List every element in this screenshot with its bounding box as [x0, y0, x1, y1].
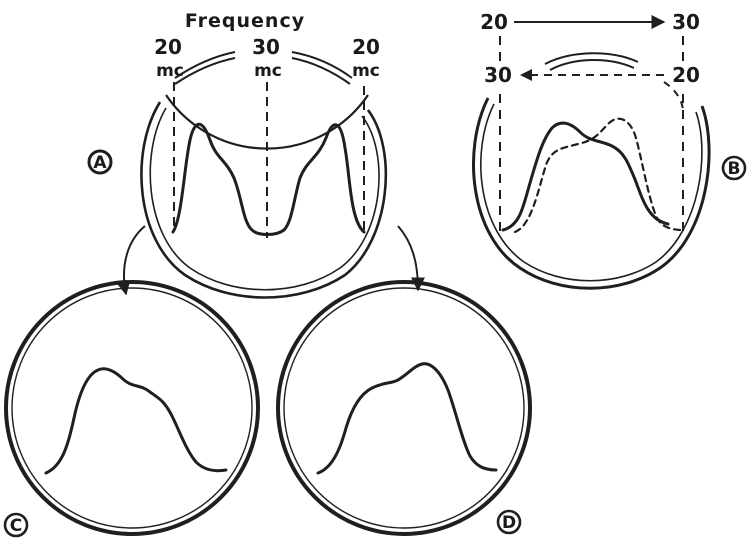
sweep-forward-from: 20	[480, 10, 508, 34]
trace-return	[515, 119, 682, 232]
scope-c-ring-inner	[12, 288, 252, 528]
scope-a-top-arc-left	[175, 52, 235, 78]
scope-a-screen-inner	[150, 108, 379, 290]
sweep-return-from: 20	[672, 63, 700, 87]
scope-c-ring	[6, 282, 258, 534]
marker-a3-value: 20	[352, 35, 380, 59]
scope-d-ring-inner	[284, 288, 524, 528]
sweep-forward-to: 30	[672, 10, 700, 34]
retrace-arrow-inner	[550, 60, 634, 70]
response-curve-d	[318, 364, 496, 473]
marker-a2-unit: mc	[254, 61, 282, 81]
scope-a-top-arc-right	[292, 52, 352, 78]
trace-forward	[503, 123, 668, 230]
scope-b-screen	[474, 98, 710, 288]
sweep-return-arrowhead	[520, 69, 532, 81]
badge-a: A	[93, 153, 107, 173]
marker-a1-unit: mc	[156, 61, 184, 81]
marker-a1-value: 20	[154, 35, 182, 59]
scope-a-screen	[141, 102, 385, 298]
response-curve-a	[173, 124, 364, 234]
scope-b-screen-inner	[481, 104, 702, 281]
badge-b: B	[728, 159, 741, 179]
scope-d-ring	[278, 282, 530, 534]
frequency-title: Frequency	[185, 10, 305, 32]
marker-a3-unit: mc	[352, 61, 380, 81]
panel-d: D	[278, 282, 530, 534]
retrace-arrow-outer	[545, 53, 638, 64]
marker-a2-value: 30	[252, 35, 280, 59]
response-curve-c	[46, 369, 226, 473]
panel-c: C	[5, 282, 258, 536]
sweep-return-to: 30	[484, 63, 512, 87]
panel-b: 20 30 30 20 B	[474, 10, 745, 288]
badge-d: D	[502, 513, 516, 533]
panel-a: 20 mc 30 mc 20 mc A	[89, 35, 386, 298]
badge-c: C	[10, 516, 22, 536]
